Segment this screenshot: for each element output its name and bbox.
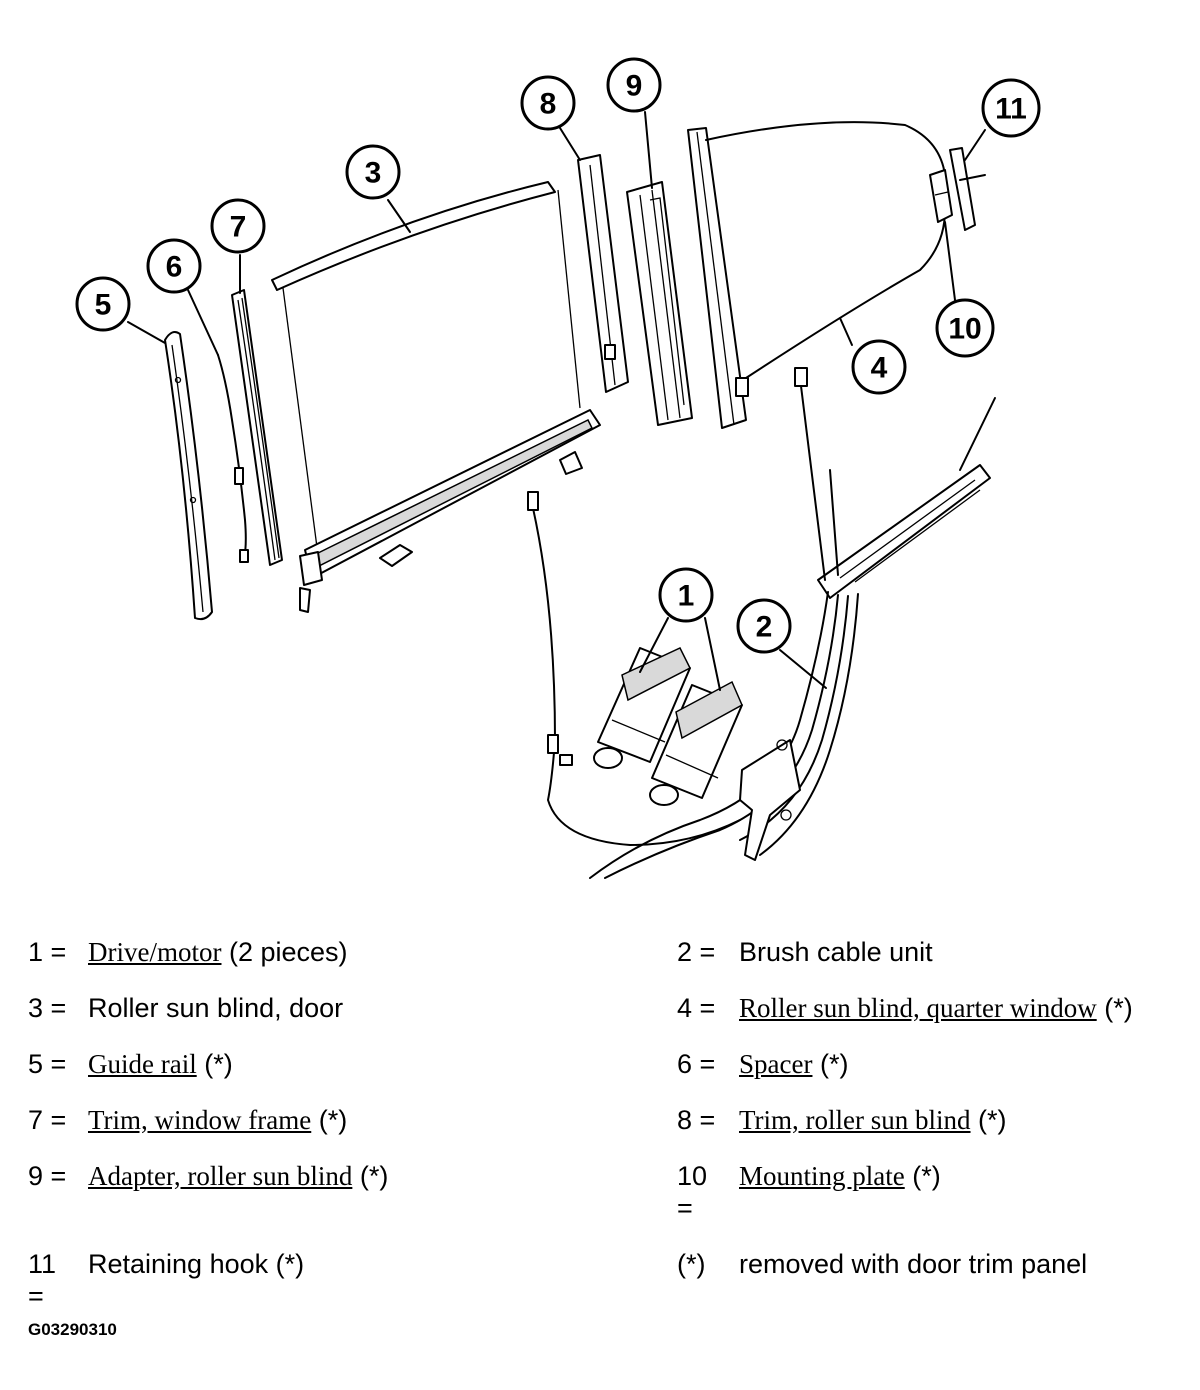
callout-3: 3 — [345, 144, 401, 200]
retaining-hook-part — [949, 147, 986, 231]
legend-suffix: (*) — [1096, 993, 1133, 1023]
legend-suffix: (*) — [196, 1049, 233, 1079]
callout-9: 9 — [606, 57, 662, 113]
callout-1-label: 1 — [678, 580, 695, 613]
legend-suffix: (*) — [970, 1105, 1007, 1135]
legend-key: 1 = — [28, 937, 67, 967]
legend-text: removed with door trim panel — [739, 1249, 1088, 1279]
legend-text: Retaining hook (*) — [88, 1249, 305, 1279]
legend-text: Brush cable unit — [739, 937, 933, 967]
legend-key: 5 = — [28, 1049, 67, 1079]
drive-motor-link[interactable]: Drive/motor — [88, 937, 222, 967]
callout-7-label: 7 — [230, 211, 247, 244]
callout-6: 6 — [146, 238, 202, 294]
legend-suffix: (2 pieces) — [221, 937, 348, 967]
callout-8-label: 8 — [540, 88, 557, 121]
brush-cable-unit-part — [527, 367, 996, 879]
legend-key: 6 = — [677, 1049, 716, 1079]
callout-11: 11 — [981, 78, 1041, 138]
mounting-plate-link[interactable]: Mounting plate — [739, 1161, 905, 1191]
figure-code: G03290310 — [28, 1320, 117, 1339]
leader-lines — [127, 111, 986, 691]
callout-10-label: 10 — [948, 313, 981, 346]
legend-suffix: (*) — [352, 1161, 389, 1191]
drive-motor-part-a — [593, 647, 692, 769]
callout-11-label: 11 — [995, 93, 1027, 126]
callout-2: 2 — [736, 598, 792, 654]
callout-4: 4 — [851, 339, 907, 395]
legend-key: 11 = — [28, 1249, 57, 1311]
exploded-parts-diagram: 1 2 3 4 5 6 7 8 9 10 11 — [75, 57, 1041, 879]
spacer-part — [217, 354, 249, 563]
drive-motor-part-b — [649, 680, 743, 806]
callout-5-label: 5 — [95, 289, 112, 322]
roller-blind-trim-part — [577, 154, 629, 393]
legend-key: 9 = — [28, 1161, 67, 1191]
legend-text: Roller sun blind, door — [88, 993, 344, 1023]
legend-key: 4 = — [677, 993, 716, 1023]
legend-key: 7 = — [28, 1105, 67, 1135]
legend-suffix: (*) — [812, 1049, 849, 1079]
roller-blind-trim-link[interactable]: Trim, roller sun blind — [739, 1105, 971, 1135]
callout-2-label: 2 — [756, 611, 773, 644]
mounting-plate-part — [929, 169, 953, 223]
legend-key: 10 = — [677, 1161, 708, 1223]
door-roller-sun-blind-part — [271, 181, 601, 613]
callout-5: 5 — [75, 276, 131, 332]
callout-3-label: 3 — [365, 157, 382, 190]
legend-key: 8 = — [677, 1105, 716, 1135]
callout-1: 1 — [658, 567, 714, 623]
legend-key: 2 = — [677, 937, 716, 967]
quarter-window-roller-blind-part — [687, 121, 946, 429]
guide-rail-part — [164, 331, 213, 621]
legend-key: (*) — [677, 1249, 706, 1279]
quarter-window-blind-link[interactable]: Roller sun blind, quarter window — [739, 993, 1097, 1023]
legend-key: 3 = — [28, 993, 67, 1023]
callout-7: 7 — [210, 198, 266, 254]
legend-suffix: (*) — [904, 1161, 941, 1191]
roller-blind-adapter-link[interactable]: Adapter, roller sun blind — [88, 1161, 353, 1191]
callout-9-label: 9 — [626, 70, 643, 103]
guide-rail-link[interactable]: Guide rail — [88, 1049, 197, 1079]
spacer-link[interactable]: Spacer — [739, 1049, 813, 1079]
callout-8: 8 — [520, 75, 576, 131]
window-frame-trim-part — [231, 289, 283, 566]
callout-4-label: 4 — [871, 352, 888, 385]
legend-suffix: (*) — [311, 1105, 348, 1135]
callout-10: 10 — [935, 298, 995, 358]
window-frame-trim-link[interactable]: Trim, window frame — [88, 1105, 312, 1135]
callout-6-label: 6 — [166, 251, 183, 284]
roller-blind-adapter-part — [626, 181, 693, 426]
